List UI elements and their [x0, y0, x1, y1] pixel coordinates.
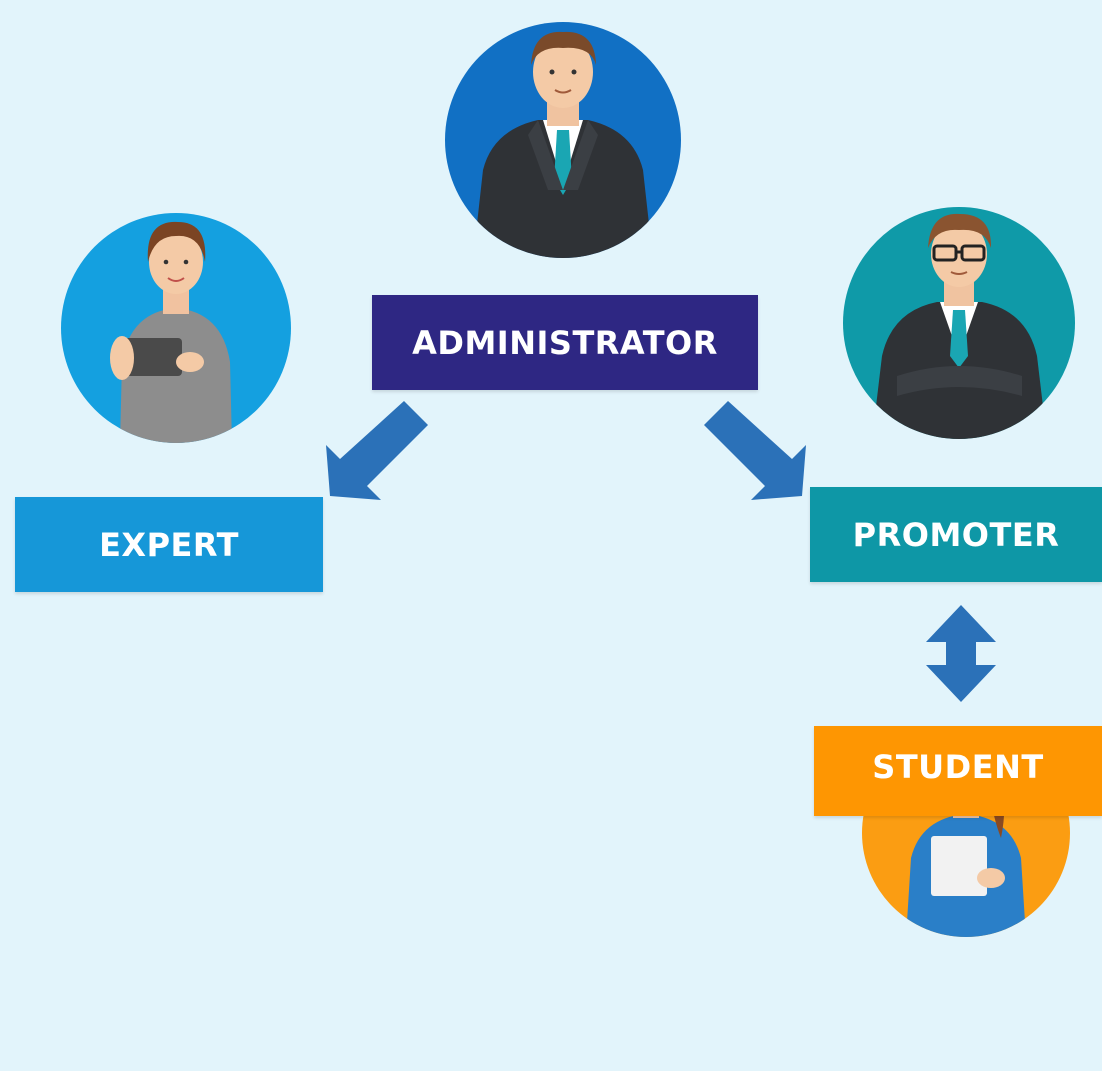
promoter-avatar	[843, 207, 1075, 439]
expert-box: EXPERT	[15, 497, 323, 592]
arrow-admin-to-expert	[326, 401, 428, 500]
arrow-promoter-student	[926, 605, 996, 702]
promoter-box: PROMOTER	[810, 487, 1102, 582]
administrator-box: ADMINISTRATOR	[372, 295, 758, 390]
expert-label: EXPERT	[99, 525, 239, 564]
student-label: STUDENT	[872, 748, 1044, 786]
promoter-label: PROMOTER	[852, 515, 1060, 554]
arrow-admin-to-promoter	[704, 401, 806, 500]
expert-avatar	[61, 213, 291, 443]
administrator-avatar	[445, 22, 681, 258]
administrator-label: ADMINISTRATOR	[412, 323, 718, 362]
student-box: STUDENT	[814, 726, 1102, 816]
